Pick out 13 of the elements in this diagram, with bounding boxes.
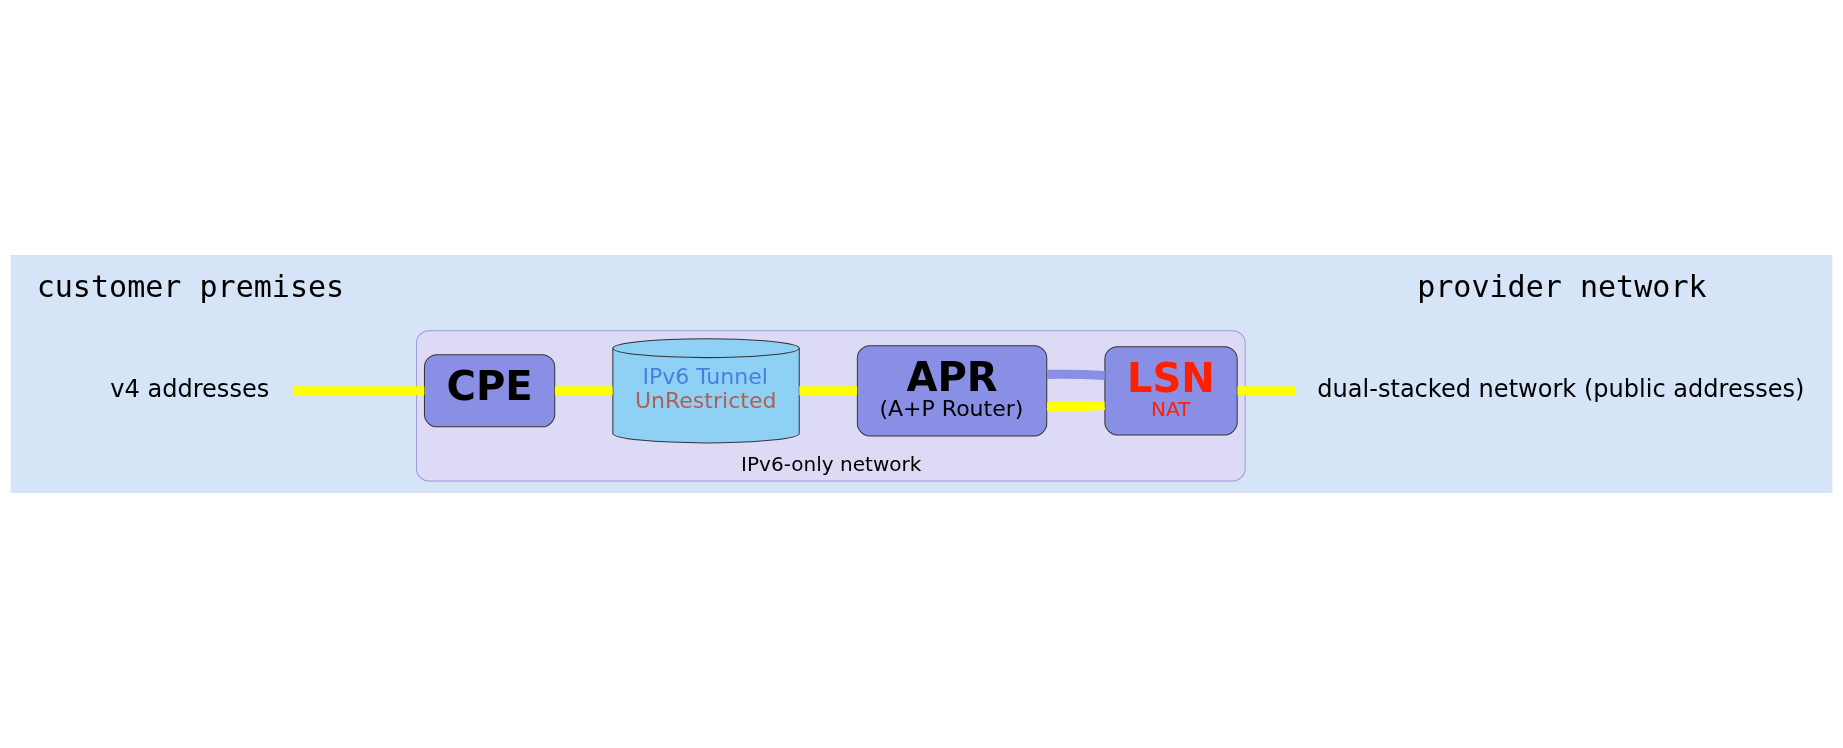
node-text: v4 addresses (110, 375, 270, 403)
node-box: LSN NAT (1104, 346, 1238, 436)
connector (292, 386, 425, 396)
label: provider network (1417, 269, 1707, 305)
node-box: APR (A+P Router) (856, 345, 1048, 437)
node-text: dual-stacked network (public addresses) (1317, 375, 1805, 403)
label: customer premises (36, 269, 345, 305)
connector (554, 386, 613, 396)
connector (1046, 369, 1105, 380)
connector (1046, 400, 1105, 412)
connector (1237, 386, 1295, 396)
node-box: CPE (423, 354, 556, 428)
connector (799, 386, 858, 396)
